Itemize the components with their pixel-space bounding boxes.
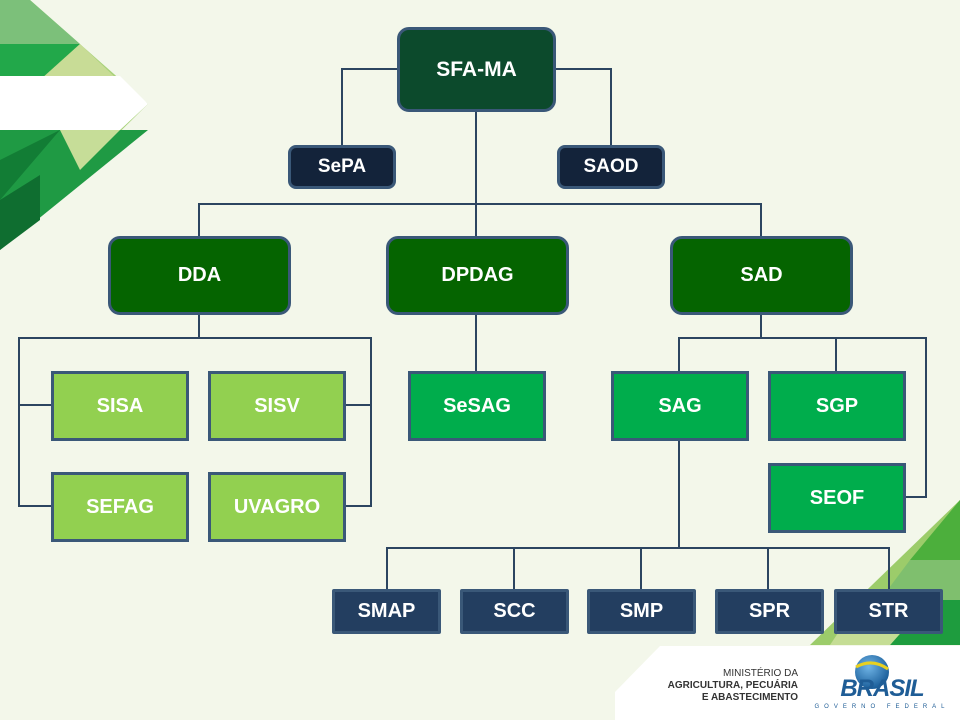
connector-dda-bracket bbox=[18, 337, 372, 406]
node-label: SMAP bbox=[357, 600, 416, 622]
connector-sad-bus bbox=[678, 337, 927, 498]
node-label: SFA-MA bbox=[436, 57, 517, 81]
node-sepa[interactable]: SePA bbox=[288, 145, 396, 189]
node-label: SAOD bbox=[583, 156, 639, 177]
node-scc[interactable]: SCC bbox=[460, 589, 569, 634]
connector-sag-bus bbox=[386, 547, 890, 590]
node-dpdag[interactable]: DPDAG bbox=[386, 236, 569, 315]
node-label: SGP bbox=[815, 394, 859, 417]
ministry-line-1: MINISTÉRIO DA bbox=[722, 668, 798, 679]
node-label: UVAGRO bbox=[233, 495, 321, 518]
node-seof[interactable]: SEOF bbox=[768, 463, 906, 533]
node-sisv[interactable]: SISV bbox=[208, 371, 346, 441]
node-label: STR bbox=[868, 600, 909, 622]
globe-band bbox=[855, 661, 889, 671]
node-label: SAD bbox=[740, 264, 783, 286]
node-spr[interactable]: SPR bbox=[715, 589, 824, 634]
node-smp[interactable]: SMP bbox=[587, 589, 696, 634]
node-label: SPR bbox=[748, 600, 791, 622]
node-sefag[interactable]: SEFAG bbox=[51, 472, 189, 542]
brasil-governo-federal-logo: BRASIL GOVERNO FEDERAL bbox=[814, 655, 949, 710]
node-sesag[interactable]: SeSAG bbox=[408, 371, 546, 441]
node-dda[interactable]: DDA bbox=[108, 236, 291, 315]
ministry-name: MINISTÉRIO DA AGRICULTURA, PECUÁRIA E AB… bbox=[668, 668, 798, 704]
node-label: SAG bbox=[658, 394, 702, 417]
node-label: SISV bbox=[254, 394, 300, 417]
node-sag[interactable]: SAG bbox=[611, 371, 749, 441]
connector-division-bus bbox=[198, 203, 762, 237]
logo-word: BRASIL bbox=[840, 675, 924, 702]
node-sisa[interactable]: SISA bbox=[51, 371, 189, 441]
top-left-arrow-decoration bbox=[0, 0, 148, 250]
ministry-line-3: E ABASTECIMENTO bbox=[701, 692, 798, 703]
node-label: SeSAG bbox=[443, 394, 511, 417]
node-label: DDA bbox=[177, 264, 222, 286]
connector-dda-sefag bbox=[18, 405, 53, 507]
node-label: SEFAG bbox=[86, 495, 154, 518]
node-label: SePA bbox=[317, 156, 367, 177]
node-label: SMP bbox=[619, 600, 664, 622]
node-label: DPDAG bbox=[441, 264, 514, 286]
logo-subtitle: GOVERNO FEDERAL bbox=[814, 704, 949, 710]
ministry-line-2: AGRICULTURA, PECUÁRIA bbox=[667, 680, 798, 691]
node-label: SCC bbox=[493, 600, 536, 622]
connector-root-saod bbox=[555, 68, 612, 146]
node-label: SEOF bbox=[809, 486, 865, 509]
node-str[interactable]: STR bbox=[834, 589, 943, 634]
connector-root-sepa bbox=[341, 68, 398, 146]
node-sgp[interactable]: SGP bbox=[768, 371, 906, 441]
node-sfa-ma[interactable]: SFA-MA bbox=[397, 27, 556, 112]
node-label: SISA bbox=[96, 394, 144, 417]
node-saod[interactable]: SAOD bbox=[557, 145, 665, 189]
node-smap[interactable]: SMAP bbox=[332, 589, 441, 634]
node-sad[interactable]: SAD bbox=[670, 236, 853, 315]
connector-dda-uvagro bbox=[346, 405, 372, 507]
node-uvagro[interactable]: UVAGRO bbox=[208, 472, 346, 542]
